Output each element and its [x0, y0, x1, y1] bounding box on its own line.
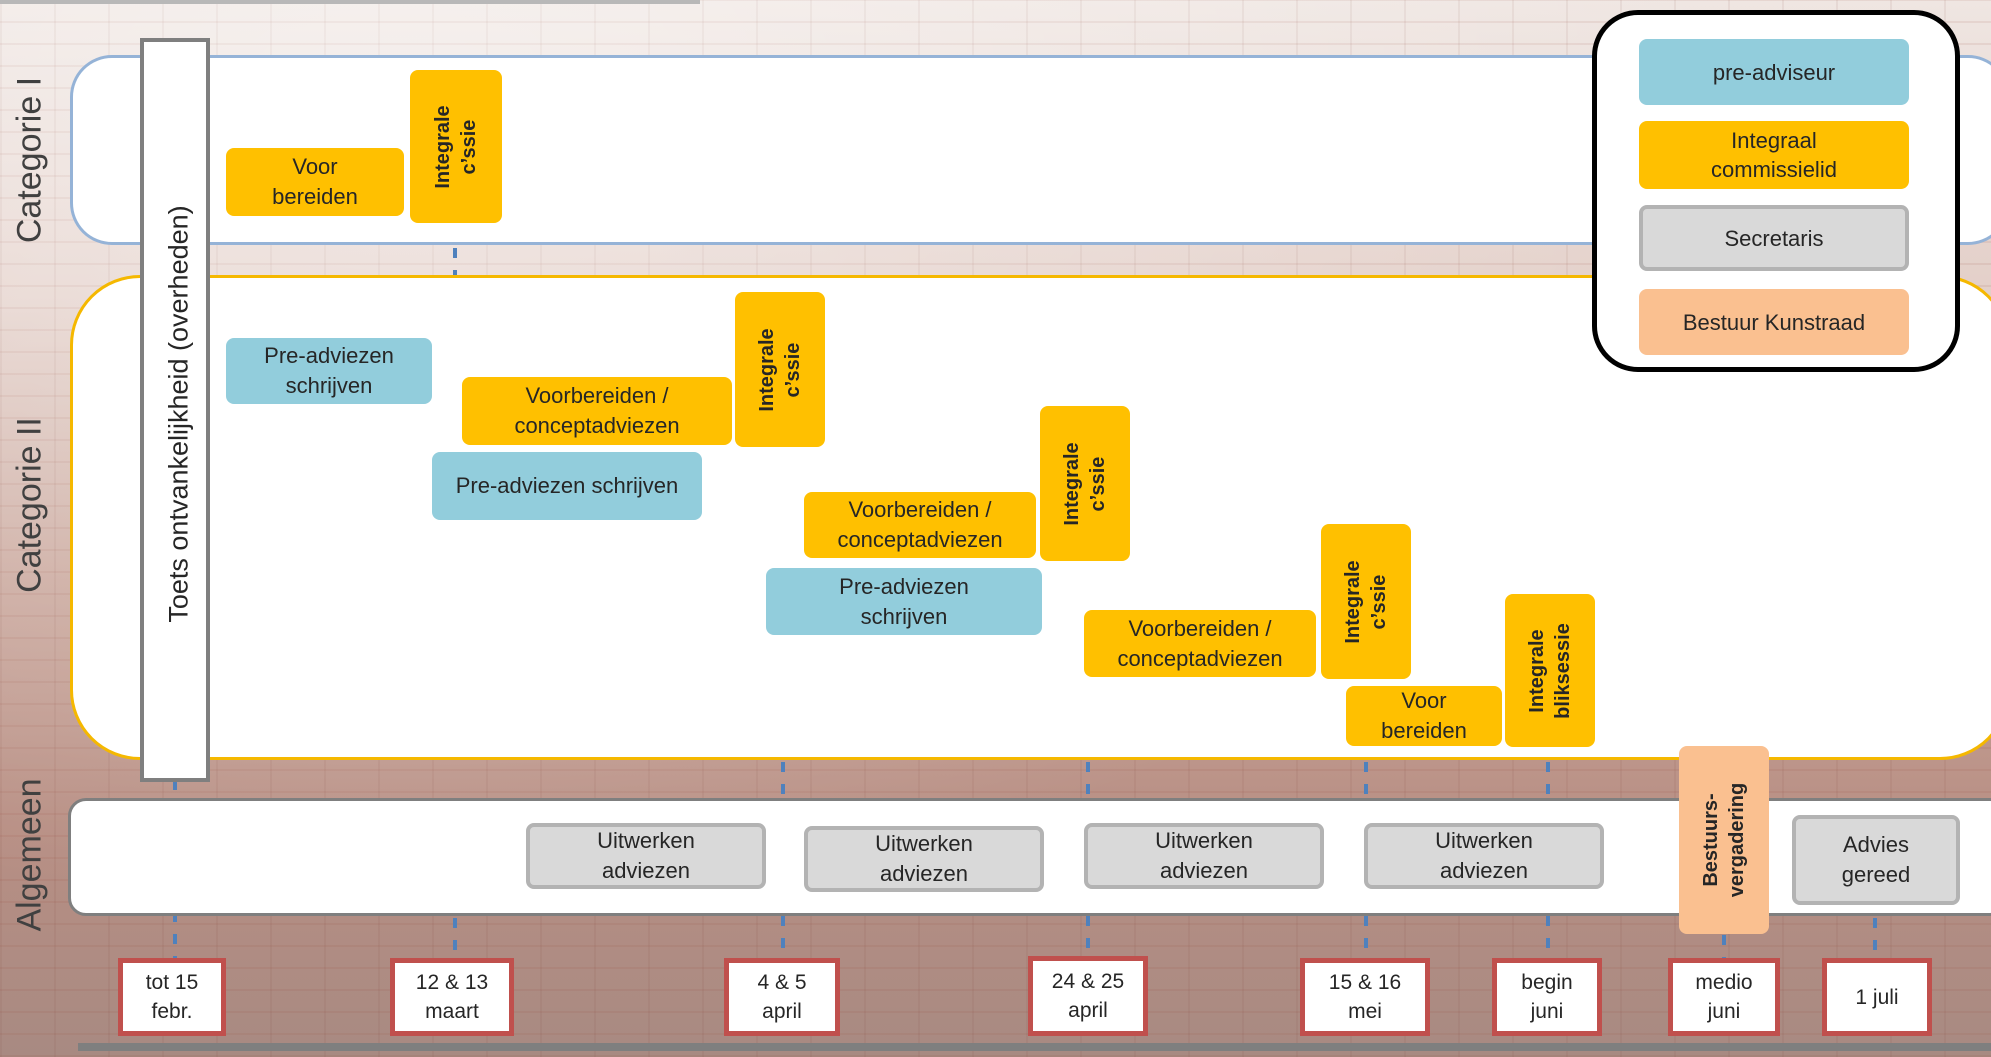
cat1-integrale-label: Integrale c’ssie [432, 104, 480, 189]
date-4-5-april: 4 & 5 april [724, 958, 840, 1036]
row-label-algemeen: Algemeen [10, 778, 49, 932]
algemeen-uitwerken-3: Uitwerken adviezen [1084, 823, 1324, 889]
row-label-categorie-2: Categorie II [10, 417, 49, 593]
date-begin-juni: begin juni [1492, 958, 1602, 1036]
cat2-r4-voorbereiden: Voor bereiden [1346, 686, 1502, 746]
algemeen-bestuursvergadering: Bestuurs- vergadering [1679, 746, 1769, 934]
algemeen-uitwerken-4: Uitwerken adviezen [1364, 823, 1604, 889]
cat2-r1-pre-adviezen: Pre-adviezen schrijven [226, 338, 432, 404]
date-tot-15-febr: tot 15 febr. [118, 958, 226, 1036]
legend-bestuur-kunstraad: Bestuur Kunstraad [1639, 289, 1909, 355]
legend-secretaris: Secretaris [1639, 205, 1909, 271]
cat1-voorbereiden: Voor bereiden [226, 148, 404, 216]
date-1-juli: 1 juli [1822, 958, 1932, 1036]
date-15-16-mei: 15 & 16 mei [1300, 958, 1430, 1036]
toets-label: Toets ontvankelijkheid (overheden) [163, 205, 194, 623]
legend-integraal-commissielid: Integraal commissielid [1639, 121, 1909, 189]
bottom-divider [78, 1043, 1991, 1051]
legend: pre-adviseur Integraal commissielid Secr… [1592, 10, 1960, 372]
bestuursvergadering-label: Bestuurs- vergadering [1700, 782, 1748, 898]
cat2-r4-integrale-bliksessie: Integrale bliksessie [1505, 594, 1595, 747]
cat2-r3-pre-adviezen: Pre-adviezen schrijven [766, 568, 1042, 635]
cat2-r3-integrale-label: Integrale c’ssie [1342, 559, 1390, 644]
algemeen-uitwerken-1: Uitwerken adviezen [526, 823, 766, 889]
cat2-r4-integrale-label: Integrale bliksessie [1526, 622, 1574, 719]
cat2-r1-integrale-cssie: Integrale c’ssie [735, 292, 825, 447]
cat2-r1-integrale-label: Integrale c’ssie [756, 327, 804, 412]
top-divider [0, 0, 700, 4]
cat2-r3-voorbereiden: Voorbereiden / conceptadviezen [1084, 610, 1316, 677]
date-medio-juni: medio juni [1668, 958, 1780, 1036]
algemeen-uitwerken-2: Uitwerken adviezen [804, 826, 1044, 892]
cat2-r2-pre-adviezen: Pre-adviezen schrijven [432, 452, 702, 520]
cat2-r3-integrale-cssie: Integrale c’ssie [1321, 524, 1411, 679]
date-12-13-maart: 12 & 13 maart [390, 958, 514, 1036]
date-24-25-april: 24 & 25 april [1028, 956, 1148, 1036]
cat1-integrale-cssie: Integrale c’ssie [410, 70, 502, 223]
cat2-r1-voorbereiden: Voorbereiden / conceptadviezen [462, 377, 732, 445]
toets-ontvankelijkheid-bar: Toets ontvankelijkheid (overheden) [140, 38, 210, 782]
cat2-r2-integrale-label: Integrale c’ssie [1061, 441, 1109, 526]
row-label-categorie-1: Categorie I [10, 76, 49, 244]
cat2-r2-voorbereiden: Voorbereiden / conceptadviezen [804, 492, 1036, 558]
cat2-r2-integrale-cssie: Integrale c’ssie [1040, 406, 1130, 561]
legend-pre-adviseur: pre-adviseur [1639, 39, 1909, 105]
algemeen-advies-gereed: Advies gereed [1792, 815, 1960, 905]
